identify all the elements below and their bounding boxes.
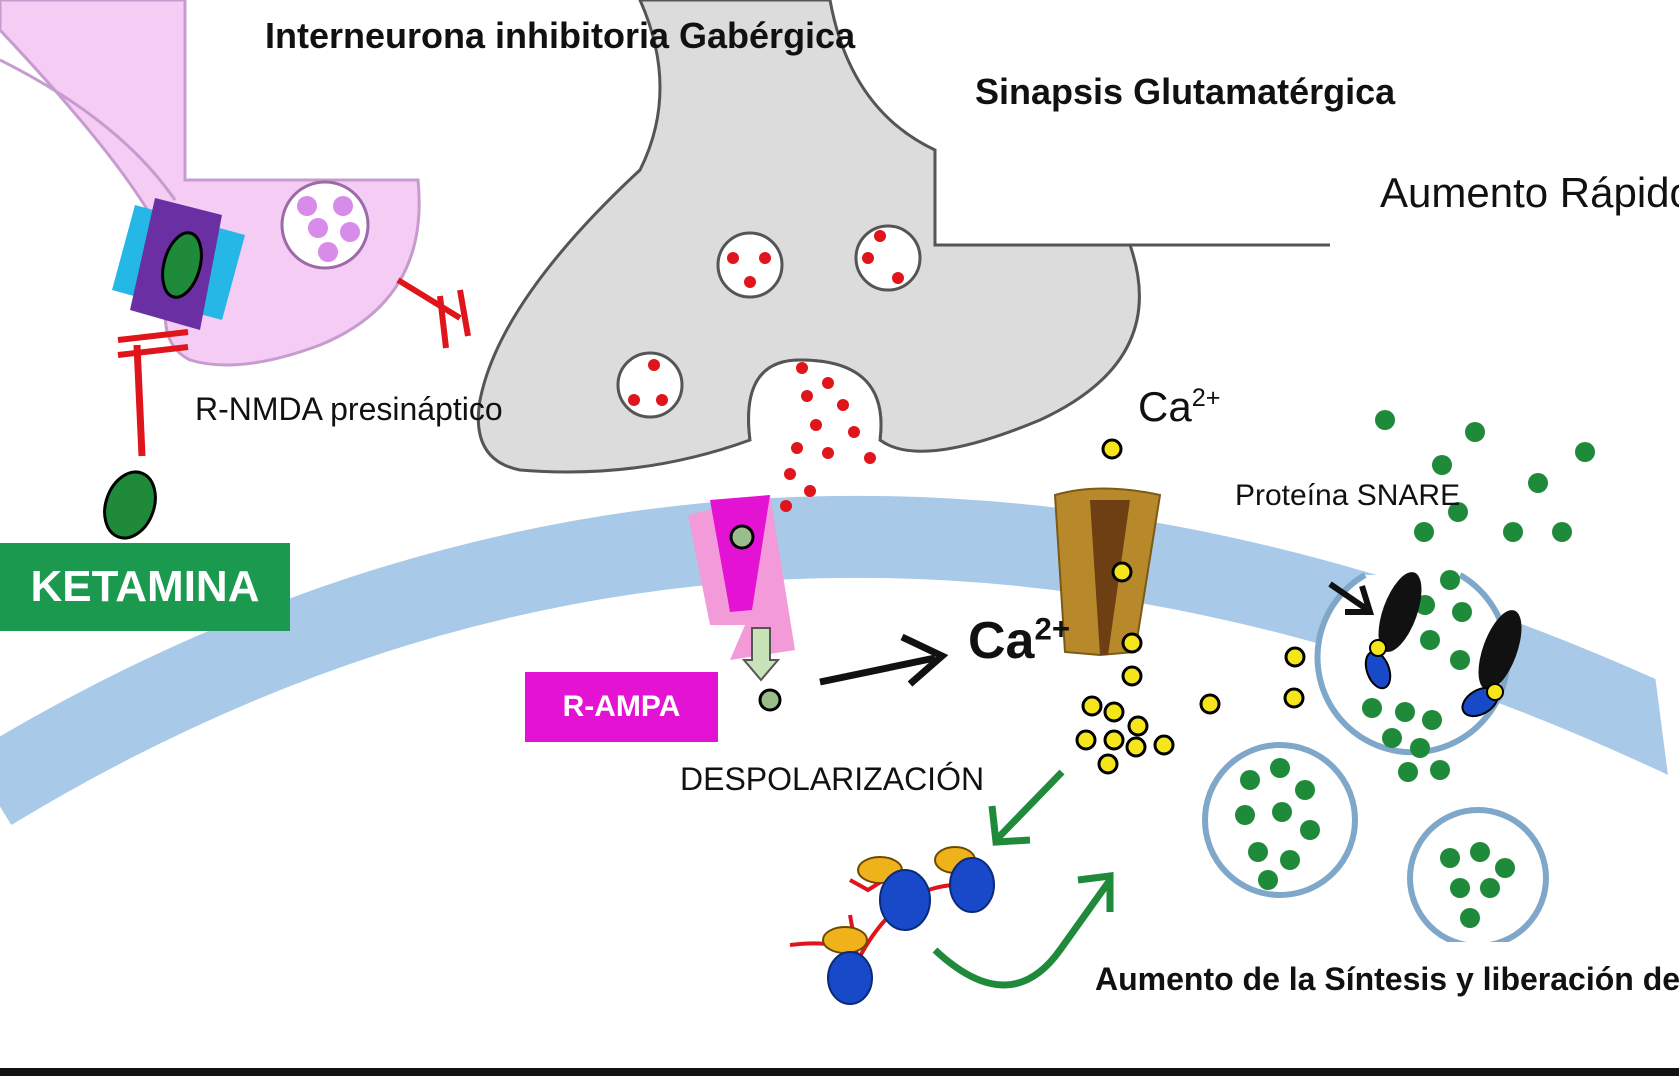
bdnf-vesicle-icon bbox=[1314, 570, 1511, 782]
ribosome-mrna-icon bbox=[789, 846, 995, 1005]
calcium-channel-icon bbox=[1053, 487, 1162, 657]
snare-label: Proteína SNARE bbox=[1235, 479, 1461, 512]
glutamate-vesicle bbox=[854, 224, 922, 292]
ketamina-badge: KETAMINA bbox=[0, 543, 290, 631]
synthesis-label: Aumento de la Síntesis y liberación de B… bbox=[1095, 961, 1679, 997]
glutamate-vesicle bbox=[616, 351, 684, 419]
arrow-icon bbox=[988, 769, 1065, 846]
arrow-icon bbox=[932, 872, 1114, 989]
synapse-label: Sinapsis Glutamatérgica bbox=[975, 71, 1396, 112]
snare-protein-icon bbox=[1364, 572, 1522, 718]
calcium-ions bbox=[1075, 438, 1306, 775]
arrow-icon bbox=[819, 633, 949, 687]
calcium-label-top: Ca2+ bbox=[1138, 383, 1221, 430]
r-ampa-badge: R-AMPA bbox=[525, 672, 718, 742]
glutamate-release bbox=[780, 362, 876, 512]
ampa-receptor-icon bbox=[688, 495, 795, 712]
depolarization-label: DESPOLARIZACIÓN bbox=[680, 761, 985, 797]
bdnf-increase-label: Aumento Rápido de BDNF bbox=[1380, 169, 1679, 216]
ketamine-molecule-icon bbox=[103, 470, 157, 540]
bdnf-release bbox=[1375, 410, 1595, 542]
interneuron-label: Interneurona inhibitoria Gabérgica bbox=[265, 15, 856, 56]
bdnf-vesicle-icon bbox=[1202, 742, 1358, 898]
glutamate-vesicle bbox=[716, 231, 784, 299]
bdnf-vesicle-icon bbox=[1407, 807, 1549, 949]
inhibition-symbol-icon bbox=[396, 277, 471, 349]
arrow-icon bbox=[1328, 581, 1375, 615]
ketamine-block-icon bbox=[117, 329, 189, 457]
nmda-label: R-NMDA presináptico bbox=[195, 391, 503, 427]
nmda-receptor-icon bbox=[112, 198, 245, 330]
bottom-rule bbox=[0, 1068, 1679, 1076]
calcium-label-middle: Ca2+ bbox=[968, 611, 1071, 670]
